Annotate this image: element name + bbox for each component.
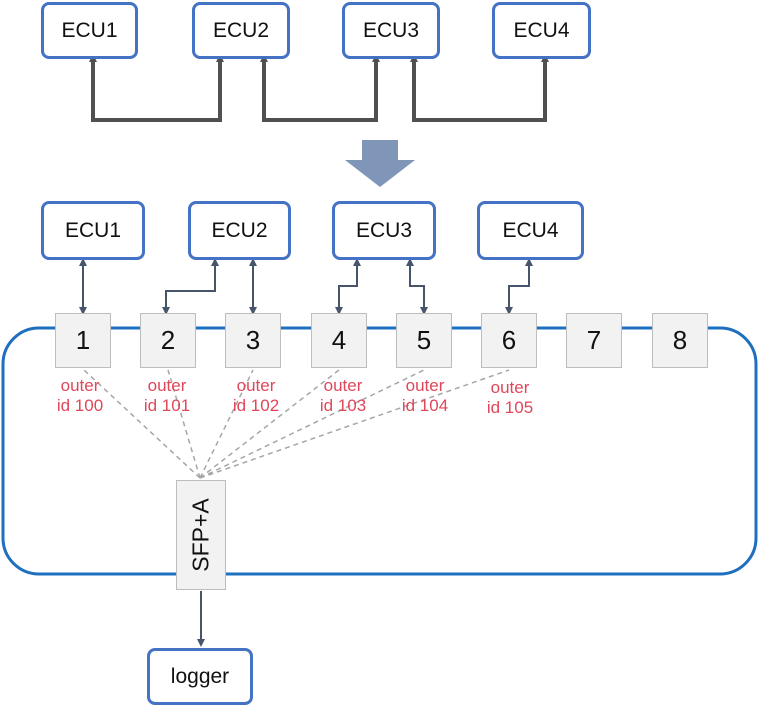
transform-arrow [345, 140, 415, 187]
outer-id-3-line2: id 102 [232, 396, 280, 415]
switch-outline [1, 326, 758, 576]
outer-id-1-line2: id 100 [56, 396, 104, 415]
top-ecu2-box: ECU2 [192, 2, 290, 59]
top-ecu3-box: ECU3 [342, 2, 440, 59]
ecu4-port6-link [505, 258, 533, 315]
outer-id-5-line2: id 104 [401, 396, 449, 415]
outer-id-3-line1: outer [236, 376, 276, 395]
ecu3-ecu4-link [410, 54, 549, 122]
port-4: 4 [311, 313, 367, 368]
port-2: 2 [140, 313, 196, 368]
ecu3-port4-link [335, 258, 361, 315]
port-7: 7 [566, 313, 622, 368]
outer-id-2-line1: outer [147, 376, 187, 395]
logger-box: logger [147, 648, 253, 705]
port-5: 5 [396, 313, 452, 368]
outer-id-4-line1: outer [323, 376, 363, 395]
mirror-lines [83, 369, 510, 479]
port-1: 1 [55, 313, 111, 368]
outer-id-6-line2: id 105 [486, 398, 534, 417]
outer-id-4-line2: id 103 [319, 396, 367, 415]
port-6: 6 [481, 313, 537, 368]
port-3: 3 [225, 313, 281, 368]
port-connections [79, 258, 533, 315]
top-ecu1-box: ECU1 [41, 2, 138, 59]
ecu2-port2-link [162, 258, 219, 315]
bottom-ecu4-box: ECU4 [477, 201, 584, 260]
bottom-ecu2-box: ECU2 [188, 201, 291, 260]
sfp-module: SFP+A [176, 480, 226, 590]
ecu1-ecu2-link [89, 54, 224, 122]
outer-id-5-line1: outer [405, 376, 445, 395]
outer-id-1-line1: outer [60, 376, 100, 395]
bottom-ecu1-box: ECU1 [41, 201, 145, 260]
port-8: 8 [652, 313, 708, 368]
top-connections [89, 54, 549, 122]
ecu3-port5-link [406, 258, 428, 315]
outer-id-2-line2: id 101 [143, 396, 191, 415]
ecu2-ecu3-link [260, 54, 380, 122]
top-ecu4-box: ECU4 [492, 2, 591, 59]
outer-id-6-line1: outer [490, 378, 530, 397]
bottom-ecu3-box: ECU3 [332, 201, 436, 260]
sfp-label: SFP+A [187, 498, 214, 572]
